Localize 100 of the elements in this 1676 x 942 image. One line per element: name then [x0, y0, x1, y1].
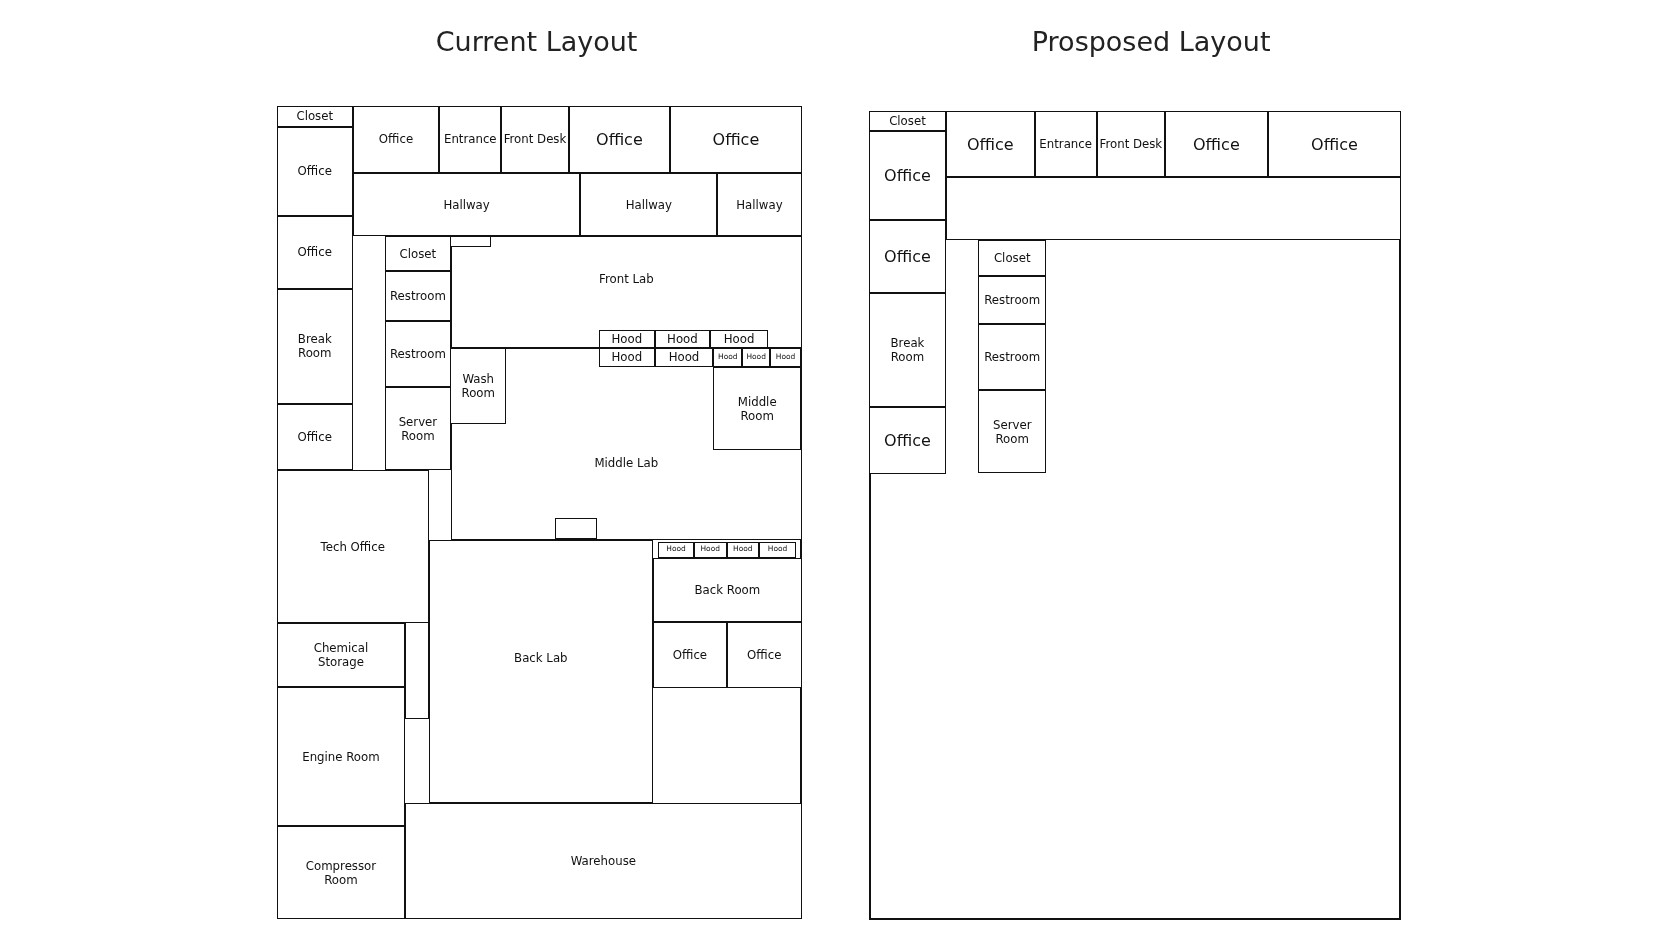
room-label: Closet: [993, 251, 1031, 266]
room-label: Restroom: [984, 349, 1041, 365]
room: [1165, 111, 1268, 178]
room-label: Office: [596, 129, 643, 150]
room: [869, 131, 946, 221]
room-label: Engine Room: [302, 749, 380, 764]
fume-hood: [693, 541, 727, 558]
room-label: Office: [966, 134, 1014, 154]
room: [352, 105, 440, 174]
room: [352, 173, 581, 237]
room: [1034, 111, 1097, 178]
room: [451, 348, 802, 540]
room-label: Closet: [296, 109, 334, 124]
room-label: Hallway: [443, 197, 490, 212]
room-label: Office: [712, 129, 760, 150]
room-label: Middle Room: [736, 394, 778, 423]
fume-hood: [599, 329, 655, 348]
room: [384, 320, 452, 387]
room-label: Wash Room: [460, 371, 496, 400]
fume-hood: [658, 541, 694, 558]
room: [276, 623, 406, 688]
room-label: Middle Lab: [594, 456, 659, 471]
room-label: Office: [1193, 134, 1240, 154]
room-label: Server Room: [397, 414, 439, 443]
room: [580, 173, 718, 237]
fume-hood: [726, 541, 759, 558]
room: [869, 111, 946, 132]
room: [501, 105, 569, 174]
room-label: Front Desk: [1099, 137, 1163, 152]
room-label: Restroom: [984, 292, 1041, 307]
room: [1096, 111, 1166, 178]
room: [276, 215, 353, 289]
room-label: Back Room: [694, 582, 761, 598]
room-label: Office: [297, 430, 332, 445]
room-label: Front Desk: [503, 132, 567, 147]
room-label: Hallway: [625, 197, 672, 212]
room: [276, 470, 429, 624]
room-label: Entrance: [1039, 137, 1092, 152]
room-label: Hood: [611, 350, 643, 365]
room-label: Hallway: [736, 197, 783, 212]
room-label: Entrance: [443, 132, 497, 147]
room-label: Office: [1311, 134, 1358, 154]
room-label: Chemical Storage: [312, 641, 370, 670]
room-label: Office: [378, 132, 414, 147]
room: [450, 347, 507, 424]
room: [978, 323, 1047, 391]
room-label: Hood: [667, 331, 698, 346]
room: [978, 240, 1047, 276]
room-label: Hood: [668, 350, 700, 365]
room: [276, 288, 353, 405]
room-label: Office: [672, 648, 708, 663]
room-label: Server Room: [991, 417, 1033, 446]
room-label: Compressor Room: [304, 858, 378, 887]
room-label: Tech Office: [320, 539, 385, 554]
room-label: Hood: [723, 331, 755, 346]
layout-heading: Prosposed Layout: [1031, 25, 1271, 57]
room: [653, 557, 802, 623]
room: [978, 390, 1047, 474]
room: [670, 105, 802, 174]
room-label: Closet: [889, 114, 926, 129]
room-label: Office: [884, 166, 931, 186]
room-label: Break Room: [296, 332, 333, 361]
room: [869, 407, 946, 474]
room-label: Office: [297, 164, 332, 179]
room-label: Restroom: [389, 289, 446, 304]
room: [276, 105, 353, 128]
room: [428, 539, 654, 803]
room: [405, 802, 802, 920]
room-label: Office: [747, 648, 782, 663]
room-label: Front Lab: [599, 272, 654, 287]
room: [568, 105, 671, 174]
room: [869, 292, 946, 408]
empty-room: [405, 623, 429, 720]
room: [726, 622, 802, 689]
room-label: Office: [297, 245, 332, 260]
room-label: Office: [884, 430, 931, 450]
room: [1267, 111, 1402, 178]
room: [945, 111, 1035, 178]
fume-hood: [599, 347, 655, 368]
layout-heading: Current Layout: [435, 25, 638, 57]
room: [978, 275, 1047, 324]
empty-room: [555, 517, 597, 540]
empty-room: [945, 177, 1402, 241]
room: [384, 386, 452, 471]
room: [653, 622, 727, 689]
room-label: Office: [884, 246, 931, 267]
room-label: Closet: [399, 246, 437, 261]
room-label: Hood: [611, 331, 643, 346]
room: [713, 367, 802, 451]
room: [439, 105, 502, 174]
room: [384, 271, 452, 321]
room: [276, 687, 406, 827]
room-label: Back Lab: [514, 651, 568, 666]
room: [869, 220, 946, 293]
room: [276, 826, 406, 920]
room: [276, 404, 353, 471]
room: [717, 173, 802, 237]
room: [276, 127, 353, 216]
room-label: Break Room: [889, 335, 926, 365]
room-label: Restroom: [389, 346, 446, 361]
